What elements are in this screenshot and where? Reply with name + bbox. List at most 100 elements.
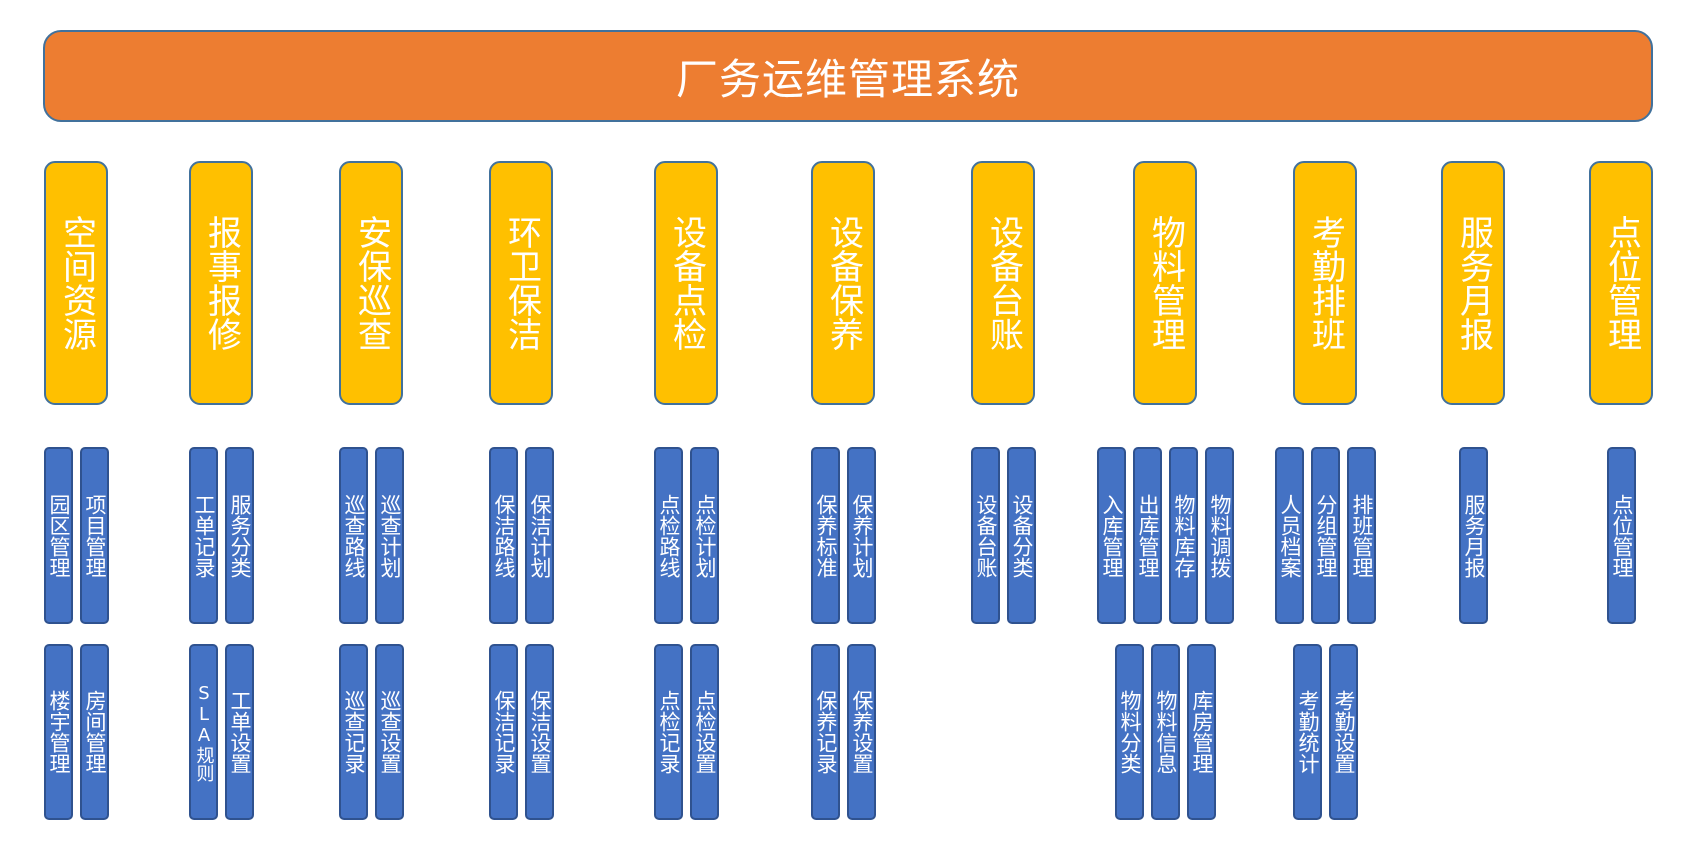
sub-module-4-row2-2[interactable]: 保洁设置 <box>525 644 554 820</box>
sub-module-6-row1-2-label: 保养计划 <box>850 493 874 578</box>
sub-module-3-row1-1-label: 巡查路线 <box>342 493 366 578</box>
sub-module-6-row2-2-label: 保养设置 <box>850 690 874 774</box>
category-9[interactable]: 考勤排班 <box>1293 161 1357 405</box>
category-5-label: 设备点检 <box>666 215 707 351</box>
sub-module-7-row1-1[interactable]: 设备台账 <box>971 447 1000 624</box>
system-title: 厂务运维管理系统 <box>675 54 1020 104</box>
sub-module-11-row1-1-label: 点位管理 <box>1610 493 1634 578</box>
sub-module-8-row2-3-label: 库房管理 <box>1190 690 1214 774</box>
sub-module-5-row1-1[interactable]: 点检路线 <box>654 447 683 624</box>
sub-module-8-row1-3[interactable]: 物料库存 <box>1169 447 1198 624</box>
category-11[interactable]: 点位管理 <box>1589 161 1653 405</box>
category-8-label: 物料管理 <box>1145 215 1186 351</box>
sub-module-2-row1-2-label: 服务分类 <box>228 493 252 578</box>
sub-module-7-row1-2-label: 设备分类 <box>1010 493 1034 578</box>
category-10[interactable]: 服务月报 <box>1441 161 1505 405</box>
sub-module-4-row1-1-label: 保洁路线 <box>492 493 516 578</box>
sub-module-3-row1-1[interactable]: 巡查路线 <box>339 447 368 624</box>
sub-module-1-row2-2[interactable]: 房间管理 <box>80 644 109 820</box>
system-title-bar: 厂务运维管理系统 <box>43 30 1653 122</box>
category-9-label: 考勤排班 <box>1305 215 1346 351</box>
sub-module-9-row1-1-label: 人员档案 <box>1278 493 1302 578</box>
sub-module-2-row1-1-label: 工单记录 <box>192 493 216 578</box>
sub-module-8-row1-2[interactable]: 出库管理 <box>1133 447 1162 624</box>
sub-module-5-row2-1-label: 点检记录 <box>657 690 681 774</box>
category-7[interactable]: 设备台账 <box>971 161 1035 405</box>
sub-module-3-row1-2[interactable]: 巡查计划 <box>375 447 404 624</box>
category-3[interactable]: 安保巡查 <box>339 161 403 405</box>
sub-module-5-row2-2-label: 点检设置 <box>693 690 717 774</box>
sub-module-3-row2-2[interactable]: 巡查设置 <box>375 644 404 820</box>
sub-module-8-row2-1[interactable]: 物料分类 <box>1115 644 1144 820</box>
sub-module-8-row2-2[interactable]: 物料信息 <box>1151 644 1180 820</box>
sub-module-2-row1-1[interactable]: 工单记录 <box>189 447 218 624</box>
sub-module-4-row2-1[interactable]: 保洁记录 <box>489 644 518 820</box>
sub-module-7-row1-1-label: 设备台账 <box>974 493 998 578</box>
sub-module-6-row1-1[interactable]: 保养标准 <box>811 447 840 624</box>
sub-module-1-row2-1[interactable]: 楼宇管理 <box>44 644 73 820</box>
sub-module-9-row1-3-label: 排班管理 <box>1350 493 1374 578</box>
sub-module-3-row1-2-label: 巡查计划 <box>378 493 402 578</box>
category-2-label: 报事报修 <box>201 215 242 351</box>
sub-module-8-row2-2-label: 物料信息 <box>1154 690 1178 774</box>
category-7-label: 设备台账 <box>983 215 1024 351</box>
sub-module-3-row2-1-label: 巡查记录 <box>342 690 366 774</box>
category-4-label: 环卫保洁 <box>501 215 542 351</box>
sub-module-8-row1-1-label: 入库管理 <box>1100 493 1124 578</box>
sub-module-8-row2-3[interactable]: 库房管理 <box>1187 644 1216 820</box>
sub-module-2-row2-2-label: 工单设置 <box>228 690 252 774</box>
sub-module-5-row1-2[interactable]: 点检计划 <box>690 447 719 624</box>
sub-module-5-row2-1[interactable]: 点检记录 <box>654 644 683 820</box>
sub-module-4-row1-2-label: 保洁计划 <box>528 493 552 578</box>
sub-module-2-row2-1[interactable]: SLA规则 <box>189 644 218 820</box>
sub-module-6-row2-2[interactable]: 保养设置 <box>847 644 876 820</box>
sub-module-1-row2-1-label: 楼宇管理 <box>47 690 71 774</box>
sub-module-9-row2-1-label: 考勤统计 <box>1296 690 1320 774</box>
category-2[interactable]: 报事报修 <box>189 161 253 405</box>
category-1-label: 空间资源 <box>56 215 97 351</box>
sub-module-4-row1-1[interactable]: 保洁路线 <box>489 447 518 624</box>
sub-module-1-row1-1-label: 园区管理 <box>47 493 71 578</box>
sub-module-6-row2-1[interactable]: 保养记录 <box>811 644 840 820</box>
sub-module-3-row2-2-label: 巡查设置 <box>378 690 402 774</box>
category-6[interactable]: 设备保养 <box>811 161 875 405</box>
sub-module-8-row1-2-label: 出库管理 <box>1136 493 1160 578</box>
sub-module-2-row2-1-label: SLA规则 <box>193 682 215 782</box>
category-8[interactable]: 物料管理 <box>1133 161 1197 405</box>
sub-module-5-row1-2-label: 点检计划 <box>693 493 717 578</box>
sub-module-1-row1-1[interactable]: 园区管理 <box>44 447 73 624</box>
sub-module-4-row1-2[interactable]: 保洁计划 <box>525 447 554 624</box>
sub-module-4-row2-1-label: 保洁记录 <box>492 690 516 774</box>
sub-module-3-row2-1[interactable]: 巡查记录 <box>339 644 368 820</box>
sub-module-2-row2-2[interactable]: 工单设置 <box>225 644 254 820</box>
sub-module-4-row2-2-label: 保洁设置 <box>528 690 552 774</box>
category-6-label: 设备保养 <box>823 215 864 351</box>
category-4[interactable]: 环卫保洁 <box>489 161 553 405</box>
sub-module-10-row1-1[interactable]: 服务月报 <box>1459 447 1488 624</box>
sub-module-5-row2-2[interactable]: 点检设置 <box>690 644 719 820</box>
sub-module-9-row2-2-label: 考勤设置 <box>1332 690 1356 774</box>
sub-module-9-row2-2[interactable]: 考勤设置 <box>1329 644 1358 820</box>
sub-module-6-row2-1-label: 保养记录 <box>814 690 838 774</box>
sub-module-11-row1-1[interactable]: 点位管理 <box>1607 447 1636 624</box>
sub-module-5-row1-1-label: 点检路线 <box>657 493 681 578</box>
sub-module-8-row1-4[interactable]: 物料调拨 <box>1205 447 1234 624</box>
sub-module-1-row1-2[interactable]: 项目管理 <box>80 447 109 624</box>
category-1[interactable]: 空间资源 <box>44 161 108 405</box>
sub-module-8-row2-1-label: 物料分类 <box>1118 690 1142 774</box>
sub-module-1-row1-2-label: 项目管理 <box>83 493 107 578</box>
sub-module-1-row2-2-label: 房间管理 <box>83 690 107 774</box>
sub-module-9-row1-3[interactable]: 排班管理 <box>1347 447 1376 624</box>
sub-module-7-row1-2[interactable]: 设备分类 <box>1007 447 1036 624</box>
category-10-label: 服务月报 <box>1453 215 1494 351</box>
sub-module-2-row1-2[interactable]: 服务分类 <box>225 447 254 624</box>
sub-module-8-row1-1[interactable]: 入库管理 <box>1097 447 1126 624</box>
category-11-label: 点位管理 <box>1601 215 1642 351</box>
sub-module-6-row1-2[interactable]: 保养计划 <box>847 447 876 624</box>
sub-module-10-row1-1-label: 服务月报 <box>1462 493 1486 578</box>
category-5[interactable]: 设备点检 <box>654 161 718 405</box>
sub-module-9-row1-2[interactable]: 分组管理 <box>1311 447 1340 624</box>
sub-module-9-row1-1[interactable]: 人员档案 <box>1275 447 1304 624</box>
sub-module-9-row2-1[interactable]: 考勤统计 <box>1293 644 1322 820</box>
sub-module-9-row1-2-label: 分组管理 <box>1314 493 1338 578</box>
